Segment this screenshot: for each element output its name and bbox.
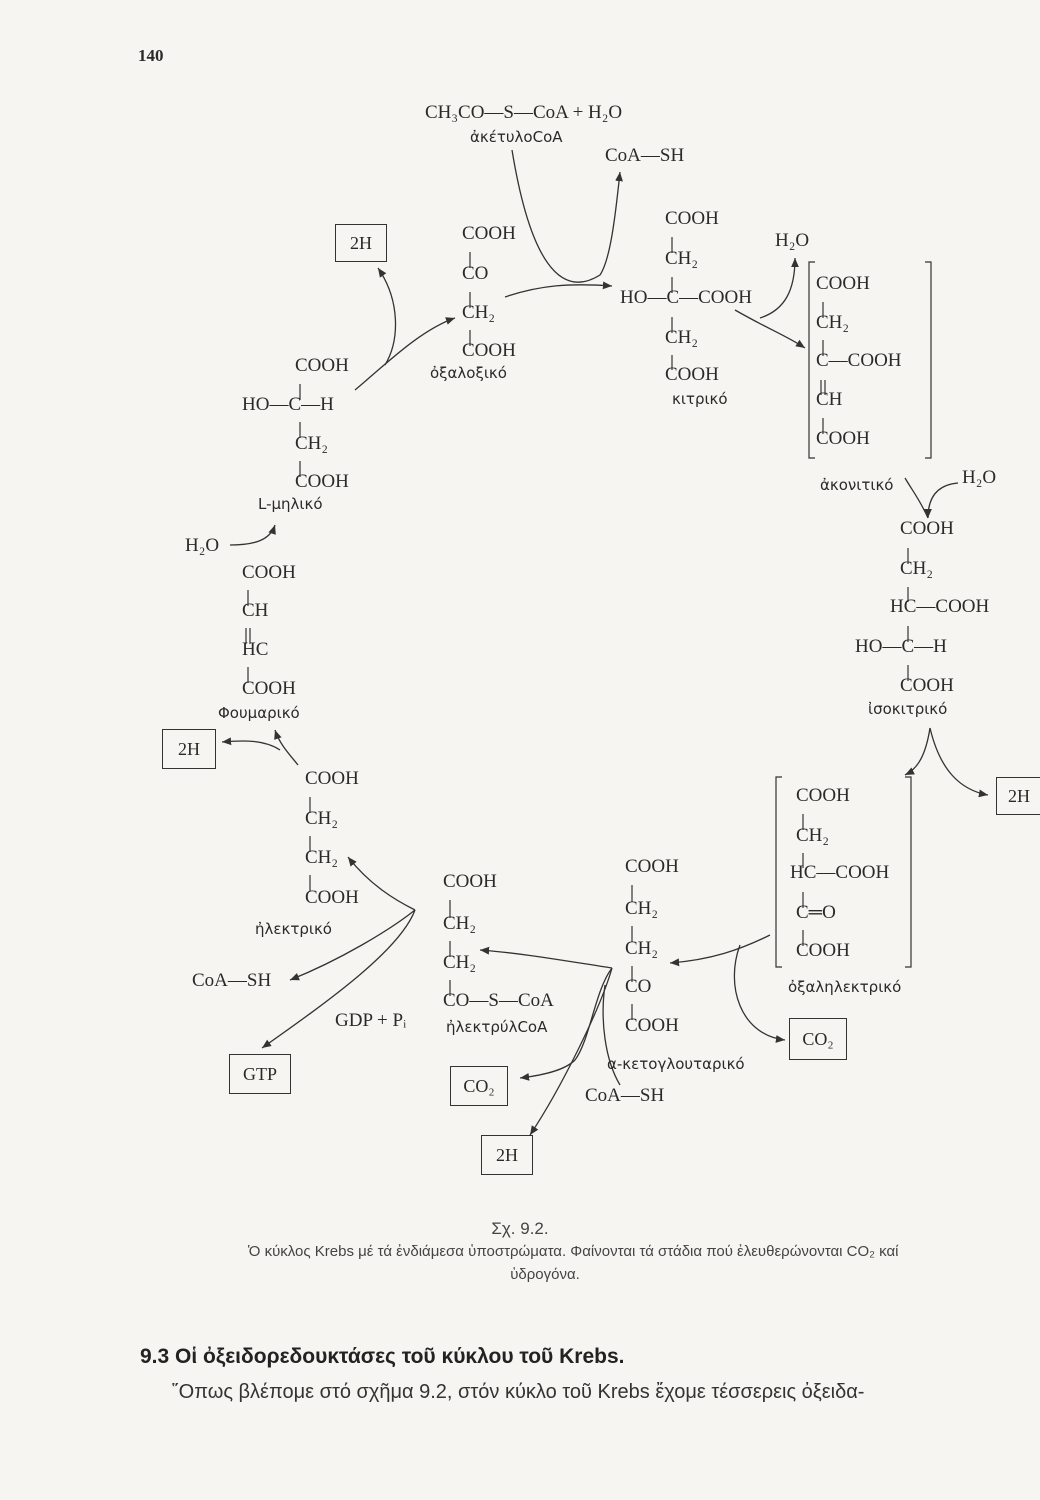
gtp-box: GTP: [229, 1054, 291, 1094]
formula-line: COOH: [462, 340, 516, 361]
formula-line: COOH: [625, 1015, 679, 1036]
formula-line: COOH: [625, 856, 679, 877]
formula-line: CH: [816, 389, 843, 410]
compound-name: ἀκονιτικό: [820, 476, 894, 494]
formula-line: COOH: [816, 273, 870, 294]
formula-line: CH₂: [665, 327, 699, 348]
formula-line: COOH: [242, 678, 296, 699]
formula-line: COOH: [242, 562, 296, 583]
figure-caption-line: Ὁ κύκλος Krebs μέ τά ἐνδιάμεσα ὑποστρώμα…: [248, 1243, 899, 1260]
page-number: 140: [138, 46, 164, 65]
compound-name: ἰσοκιτρικό: [868, 700, 948, 718]
formula-line: CH₂: [625, 898, 659, 919]
formula-line: CH₂: [305, 847, 339, 868]
formula-line: COOH: [295, 471, 349, 492]
formula-line: CH₂: [796, 825, 830, 846]
formula-line: COOH: [665, 364, 719, 385]
co2-box: CO₂: [789, 1018, 847, 1060]
formula-line: COOH: [305, 768, 359, 789]
formula-line: C—COOH: [816, 350, 902, 371]
compound-name: ἠλεκτρικό: [255, 920, 332, 938]
coa-sh-released: CoA—SH: [605, 145, 685, 166]
formula-line: CH₂: [295, 433, 329, 454]
formula-line: COOH: [462, 223, 516, 244]
formula-line: CO: [625, 976, 652, 997]
figure-caption-line: ὑδρογόνα.: [510, 1266, 580, 1283]
coa-sh-released: CoA—SH: [192, 970, 272, 991]
formula-line: HO—C—H: [855, 636, 947, 657]
hydrogen-box: 2H: [481, 1135, 533, 1175]
formula-line: C═O: [796, 902, 836, 923]
hydrogen-box: 2H: [996, 777, 1040, 815]
formula-line: CH₂: [462, 302, 496, 323]
formula-line: CH₂: [305, 808, 339, 829]
formula-line: COOH: [295, 355, 349, 376]
formula-line: COOH: [900, 675, 954, 696]
formula-line: COOH: [443, 871, 497, 892]
hydrogen-box: 2H: [335, 224, 387, 262]
acetyl-coa-name: ἀκέτυλοCoA: [470, 128, 563, 146]
formula-line: CH₂: [443, 913, 477, 934]
water-added: H₂O: [185, 535, 220, 556]
acetyl-coa-formula: CH₃CO—S—CoA + H₂O: [425, 102, 623, 123]
formula-line: HO—C—COOH: [620, 287, 752, 308]
compound-name: Φουμαρικό: [218, 704, 300, 722]
formula-line: COOH: [796, 940, 850, 961]
co2-box: CO₂: [450, 1066, 508, 1106]
formula-line: CH₂: [665, 248, 699, 269]
section-heading: 9.3 Οἱ ὀξειδορεδουκτάσες τοῦ κύκλου τοῦ …: [140, 1345, 625, 1368]
compound-name: L-μηλικό: [258, 495, 323, 513]
formula-line: HC—COOH: [890, 596, 990, 617]
water-added: H₂O: [962, 467, 997, 488]
body-paragraph: ῞Οπως βλέπομε στό σχῆμα 9.2, στόν κύκλο …: [172, 1381, 865, 1403]
hydrogen-box: 2H: [162, 729, 216, 769]
formula-line: CH₂: [625, 938, 659, 959]
formula-line: COOH: [796, 785, 850, 806]
formula-line: HC—COOH: [790, 862, 890, 883]
compound-name: ἠλεκτρύλCoA: [446, 1018, 548, 1036]
compound-name: κιτρικό: [672, 390, 728, 408]
formula-line: CO: [462, 263, 489, 284]
compound-name: α-κετογλουταρικό: [607, 1055, 745, 1073]
formula-line: CH₂: [816, 312, 850, 333]
formula-line: COOH: [816, 428, 870, 449]
formula-line: CH₂: [443, 952, 477, 973]
water-released: H₂O: [775, 230, 810, 251]
formula-line: HC: [242, 639, 269, 660]
compound-name: ὀξαλοξικό: [430, 364, 507, 382]
formula-line: HO—C—H: [242, 394, 334, 415]
formula-line: CH₂: [900, 558, 934, 579]
compound-name: ὀξαληλεκτρικό: [788, 978, 902, 996]
gdp-pi: GDP + Pᵢ: [335, 1010, 407, 1031]
formula-line: COOH: [900, 518, 954, 539]
formula-line: CH: [242, 600, 269, 621]
figure-number: Σχ. 9.2.: [491, 1219, 549, 1238]
formula-line: COOH: [665, 208, 719, 229]
coa-sh-added: CoA—SH: [585, 1085, 665, 1106]
formula-line: CO—S—CoA: [443, 990, 554, 1011]
formula-line: COOH: [305, 887, 359, 908]
